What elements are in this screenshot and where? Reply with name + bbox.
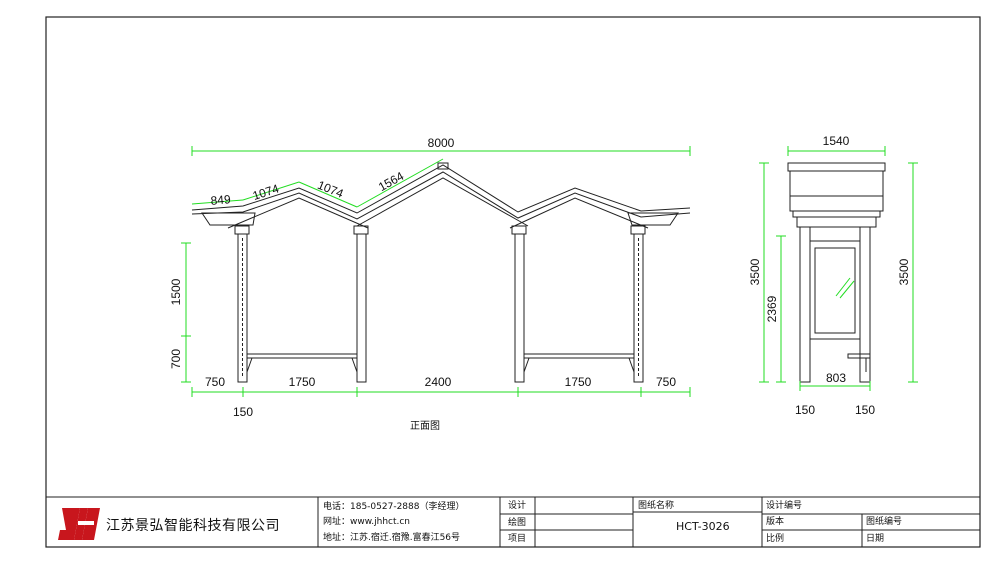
dim-total-width: 8000 — [428, 136, 455, 150]
label-date: 日期 — [866, 534, 885, 544]
side-eave — [792, 210, 881, 218]
company-logo — [58, 508, 100, 540]
post-cap-3 — [511, 225, 527, 235]
bench-left-leg-1 — [246, 357, 253, 373]
dim-side-base: 803 — [826, 371, 846, 385]
roof-outline-top — [191, 164, 691, 214]
contact-website: 网址：www.jhhct.cn — [323, 517, 411, 527]
front-dimension-lines — [181, 146, 691, 397]
ridge-cap — [437, 162, 449, 170]
dim-side-post-right: 150 — [855, 403, 875, 417]
contact-address: 地址：江苏.宿迁.宿豫.富春江56号 — [323, 533, 461, 543]
dim-span-4: 1750 — [565, 375, 592, 389]
dim-side-height-right: 3500 — [897, 258, 911, 285]
dim-span-3: 2400 — [425, 375, 452, 389]
side-panel-frame — [809, 240, 861, 340]
post-4 — [633, 233, 644, 383]
dim-side-height-left: 3500 — [748, 258, 762, 285]
gable-middle — [356, 177, 529, 227]
label-project: 项目 — [508, 534, 527, 544]
glass-mark-1 — [835, 277, 851, 297]
dim-span-1: 750 — [205, 375, 225, 389]
side-roof-cap — [787, 162, 886, 172]
dim-span-2: 1750 — [289, 375, 316, 389]
front-view-caption: 正面图 — [410, 420, 440, 432]
side-bench — [847, 353, 871, 359]
dim-side-post-left: 150 — [795, 403, 815, 417]
label-scale: 比例 — [766, 534, 785, 544]
gable-right — [509, 197, 649, 229]
front-view — [191, 162, 691, 383]
label-design: 设计 — [508, 501, 527, 511]
post-cap-4 — [630, 225, 646, 235]
side-post-left — [799, 226, 811, 383]
bench-right-leg-1 — [523, 357, 530, 373]
dim-roof-1: 849 — [210, 192, 231, 208]
dim-post-width: 150 — [233, 405, 253, 419]
bench-right-leg-2 — [628, 357, 635, 373]
dim-height-upper: 1500 — [169, 278, 183, 305]
bench-left-leg-2 — [351, 357, 358, 373]
eave-left — [201, 212, 256, 226]
post-1 — [237, 233, 248, 383]
side-view — [787, 162, 886, 383]
company-name: 江苏景弘智能科技有限公司 — [106, 518, 280, 534]
side-header — [796, 216, 877, 228]
dim-side-top-width: 1540 — [823, 134, 850, 148]
side-post-right — [859, 226, 871, 383]
glass-mark-2 — [839, 280, 855, 299]
gable-left — [227, 197, 369, 229]
label-drawing-name: 图纸名称 — [638, 501, 675, 511]
dim-roof-2: 1074 — [251, 181, 281, 203]
label-design-number: 设计编号 — [766, 501, 803, 511]
label-version: 版本 — [766, 517, 785, 527]
side-panel-glass — [814, 247, 856, 334]
dim-roof-4: 1564 — [376, 169, 406, 194]
roof-outline-bottom — [191, 171, 691, 220]
title-block-grid — [46, 496, 980, 547]
dim-span-5: 750 — [656, 375, 676, 389]
contact-phone: 电话：185-0527-2888（李经理） — [323, 502, 465, 512]
label-drawing: 绘图 — [508, 518, 527, 528]
post-2 — [356, 233, 367, 383]
side-roof-box — [789, 170, 884, 212]
dim-height-lower: 700 — [169, 349, 183, 369]
post-cap-1 — [234, 225, 250, 235]
side-dimension-lines — [759, 146, 918, 391]
dim-side-panel-height: 2369 — [765, 295, 779, 322]
sheet-border — [45, 16, 981, 548]
label-drawing-number: 图纸编号 — [866, 517, 903, 527]
drawing-name-value: HCT-3026 — [676, 520, 730, 533]
post-3 — [514, 233, 525, 383]
